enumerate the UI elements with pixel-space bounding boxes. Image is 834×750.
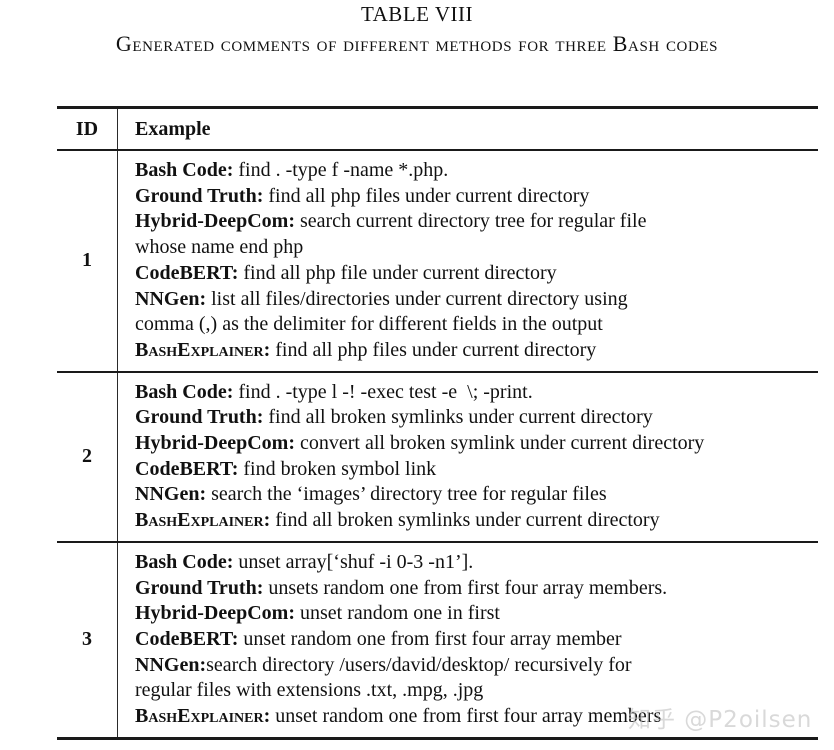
example-line: CodeBERT: find all php file under curren… [135, 261, 818, 287]
comment-text: find all broken symlinks under current d… [263, 406, 653, 429]
method-label: Hybrid-DeepCom: [135, 432, 295, 455]
comparison-table: ID Example 1 Bash Code: find . -type f -… [57, 106, 818, 740]
example-line: NNGen:search directory /users/david/desk… [135, 653, 818, 679]
example-line: Hybrid-DeepCom: convert all broken symli… [135, 431, 818, 457]
method-label: CodeBERT: [135, 261, 239, 284]
table-header-row: ID Example [57, 106, 818, 151]
method-label: Hybrid-DeepCom: [135, 602, 295, 625]
comment-text: unsets random one from first four array … [263, 576, 668, 599]
comment-text: regular files with extensions .txt, .mpg… [135, 679, 484, 702]
comment-text: unset random one from first four array m… [238, 627, 622, 650]
method-label: Hybrid-DeepCom: [135, 210, 295, 233]
comment-text: find all php file under current director… [238, 261, 557, 284]
example-line: Ground Truth: find all broken symlinks u… [135, 405, 818, 431]
row-id: 3 [57, 542, 118, 737]
example-line: Hybrid-DeepCom: unset random one in firs… [135, 601, 818, 627]
method-label: Bash Code: [135, 159, 234, 181]
comment-text: find all php files under current directo… [263, 184, 590, 207]
method-label: BashExplainer: [135, 338, 271, 361]
example-line: Bash Code: unset array[‘shuf -i 0-3 -n1’… [135, 550, 818, 576]
row-example-cell: Bash Code: find . -type f -name *.php. G… [118, 151, 818, 371]
example-line: Bash Code: find . -type l -! -exec test … [135, 380, 818, 406]
example-line: Ground Truth: find all php files under c… [135, 184, 818, 210]
comment-text: list all files/directories under current… [206, 287, 628, 310]
example-line: BashExplainer: find all php files under … [135, 338, 818, 364]
example-line: NNGen: search the ‘images’ directory tre… [135, 482, 818, 508]
method-label: NNGen: [135, 653, 207, 676]
header-example: Example [135, 117, 211, 140]
comment-text: unset array[‘shuf -i 0-3 -n1’]. [233, 550, 474, 573]
example-line: comma (,) as the delimiter for different… [135, 312, 818, 338]
comment-text: unset random one from first four array m… [270, 705, 662, 728]
method-label: Ground Truth: [135, 576, 264, 599]
table-row: 1 Bash Code: find . -type f -name *.php.… [57, 151, 818, 373]
comment-text: convert all broken symlink under current… [294, 432, 705, 455]
comment-text: unset random one in first [294, 602, 500, 625]
comment-text: search current directory tree for regula… [294, 210, 647, 233]
row-id: 2 [57, 372, 118, 541]
row-example-cell: Bash Code: unset array[‘shuf -i 0-3 -n1’… [118, 543, 818, 737]
example-line: regular files with extensions .txt, .mpg… [135, 678, 818, 704]
comment-text: whose name end php [135, 236, 304, 259]
method-label: NNGen: [135, 483, 207, 506]
method-label: CodeBERT: [135, 627, 239, 650]
table-row: 2 Bash Code: find . -type l -! -exec tes… [57, 372, 818, 543]
example-line: Hybrid-DeepCom: search current directory… [135, 209, 818, 235]
row-example-cell: Bash Code: find . -type l -! -exec test … [118, 373, 818, 541]
comment-text: find . -type f -name *.php. [233, 159, 449, 181]
method-label: BashExplainer: [135, 705, 271, 728]
example-line: CodeBERT: unset random one from first fo… [135, 627, 818, 653]
table-title-block: TABLE VIII Generated comments of differe… [0, 2, 834, 57]
header-id: ID [57, 109, 118, 149]
example-line: whose name end php [135, 235, 818, 261]
method-label: Ground Truth: [135, 406, 264, 429]
example-line: Ground Truth: unsets random one from fir… [135, 576, 818, 602]
method-label: Ground Truth: [135, 184, 264, 207]
comment-text: search directory /users/david/desktop/ r… [206, 653, 632, 676]
method-label: NNGen: [135, 287, 207, 310]
table-caption: Generated comments of different methods … [115, 31, 719, 56]
comment-text: comma (,) as the delimiter for different… [135, 313, 603, 336]
example-line: BashExplainer: find all broken symlinks … [135, 508, 818, 534]
table-row: 3 Bash Code: unset array[‘shuf -i 0-3 -n… [57, 542, 818, 740]
method-label: Bash Code: [135, 380, 234, 403]
table-number: TABLE VIII [361, 2, 473, 26]
comment-text: find all php files under current directo… [270, 338, 597, 361]
comment-text: search the ‘images’ directory tree for r… [206, 483, 607, 506]
method-label: BashExplainer: [135, 509, 271, 532]
comment-text: find broken symbol link [238, 457, 437, 480]
method-label: CodeBERT: [135, 457, 239, 480]
method-label: Bash Code: [135, 550, 234, 573]
row-id: 1 [57, 151, 118, 371]
example-line: CodeBERT: find broken symbol link [135, 457, 818, 483]
comment-text: find . -type l -! -exec test -e \; -prin… [233, 380, 533, 403]
example-line: BashExplainer: unset random one from fir… [135, 704, 818, 730]
example-line: NNGen: list all files/directories under … [135, 287, 818, 313]
example-line: Bash Code: find . -type f -name *.php. [135, 158, 818, 184]
comment-text: find all broken symlinks under current d… [270, 509, 660, 532]
